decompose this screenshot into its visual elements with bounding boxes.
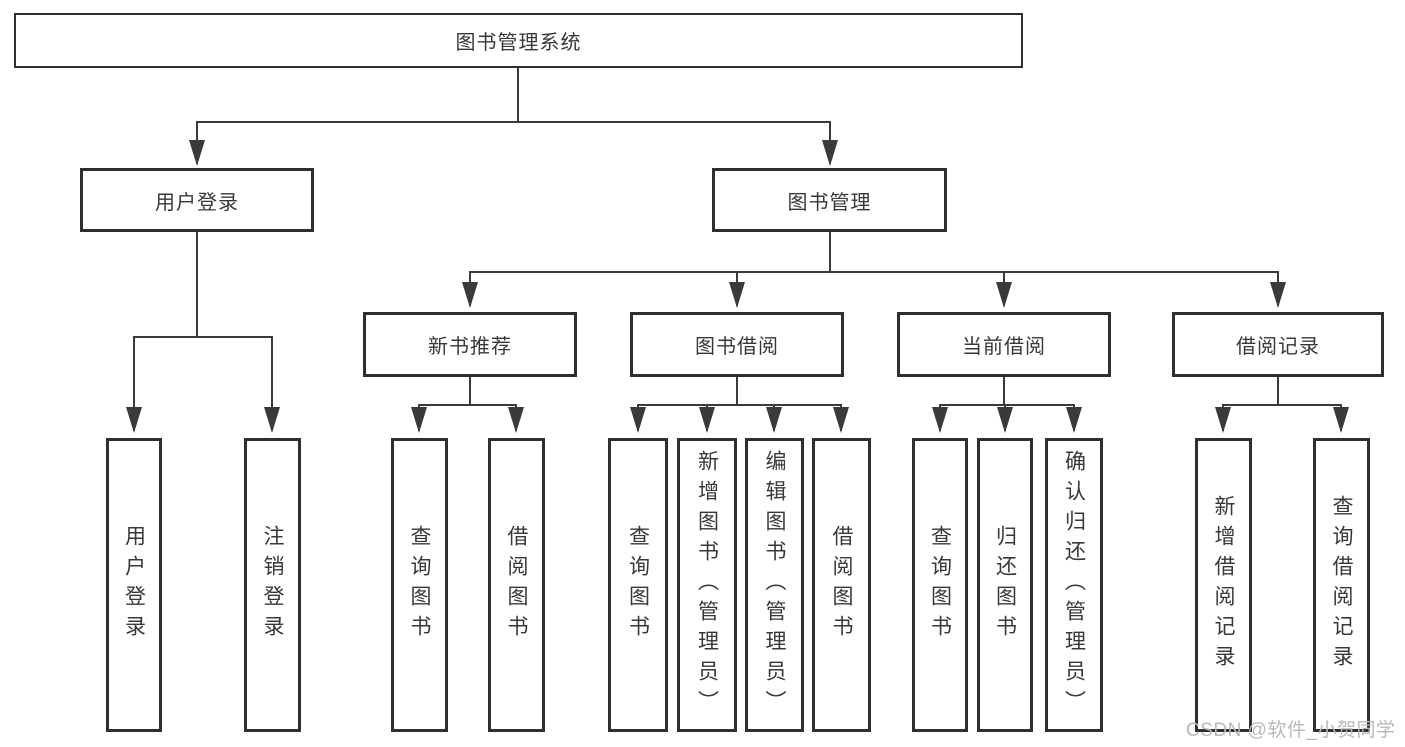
leaf-query-borrow-record: 查询借阅记录 bbox=[1313, 438, 1370, 732]
leaf-add-books-admin: 新增图书（管理员） bbox=[677, 438, 737, 732]
leaf-query-books-recommend: 查询图书 bbox=[391, 438, 448, 732]
node-book-management: 图书管理 bbox=[712, 168, 947, 232]
node-borrowing-records: 借阅记录 bbox=[1172, 312, 1384, 377]
leaf-confirm-return-admin: 确认归还（管理员） bbox=[1045, 438, 1103, 732]
leaf-logout: 注销登录 bbox=[244, 438, 301, 732]
node-library-management-system: 图书管理系统 bbox=[14, 13, 1023, 68]
leaf-query-books-borrow: 查询图书 bbox=[608, 438, 668, 732]
node-user-login: 用户登录 bbox=[80, 168, 314, 232]
node-book-borrowing: 图书借阅 bbox=[630, 312, 844, 377]
leaf-borrow-books-recommend: 借阅图书 bbox=[488, 438, 545, 732]
leaf-return-books: 归还图书 bbox=[977, 438, 1033, 732]
leaf-add-borrow-record: 新增借阅记录 bbox=[1195, 438, 1252, 732]
leaf-query-books-current: 查询图书 bbox=[912, 438, 968, 732]
node-new-book-recommendation: 新书推荐 bbox=[363, 312, 577, 377]
node-current-borrowing: 当前借阅 bbox=[897, 312, 1111, 377]
csdn-watermark: CSDN @软件_小贺同学 bbox=[1186, 720, 1396, 741]
leaf-borrow-books: 借阅图书 bbox=[812, 438, 871, 732]
leaf-edit-books-admin: 编辑图书（管理员） bbox=[745, 438, 804, 732]
leaf-user-login: 用户登录 bbox=[106, 438, 162, 732]
